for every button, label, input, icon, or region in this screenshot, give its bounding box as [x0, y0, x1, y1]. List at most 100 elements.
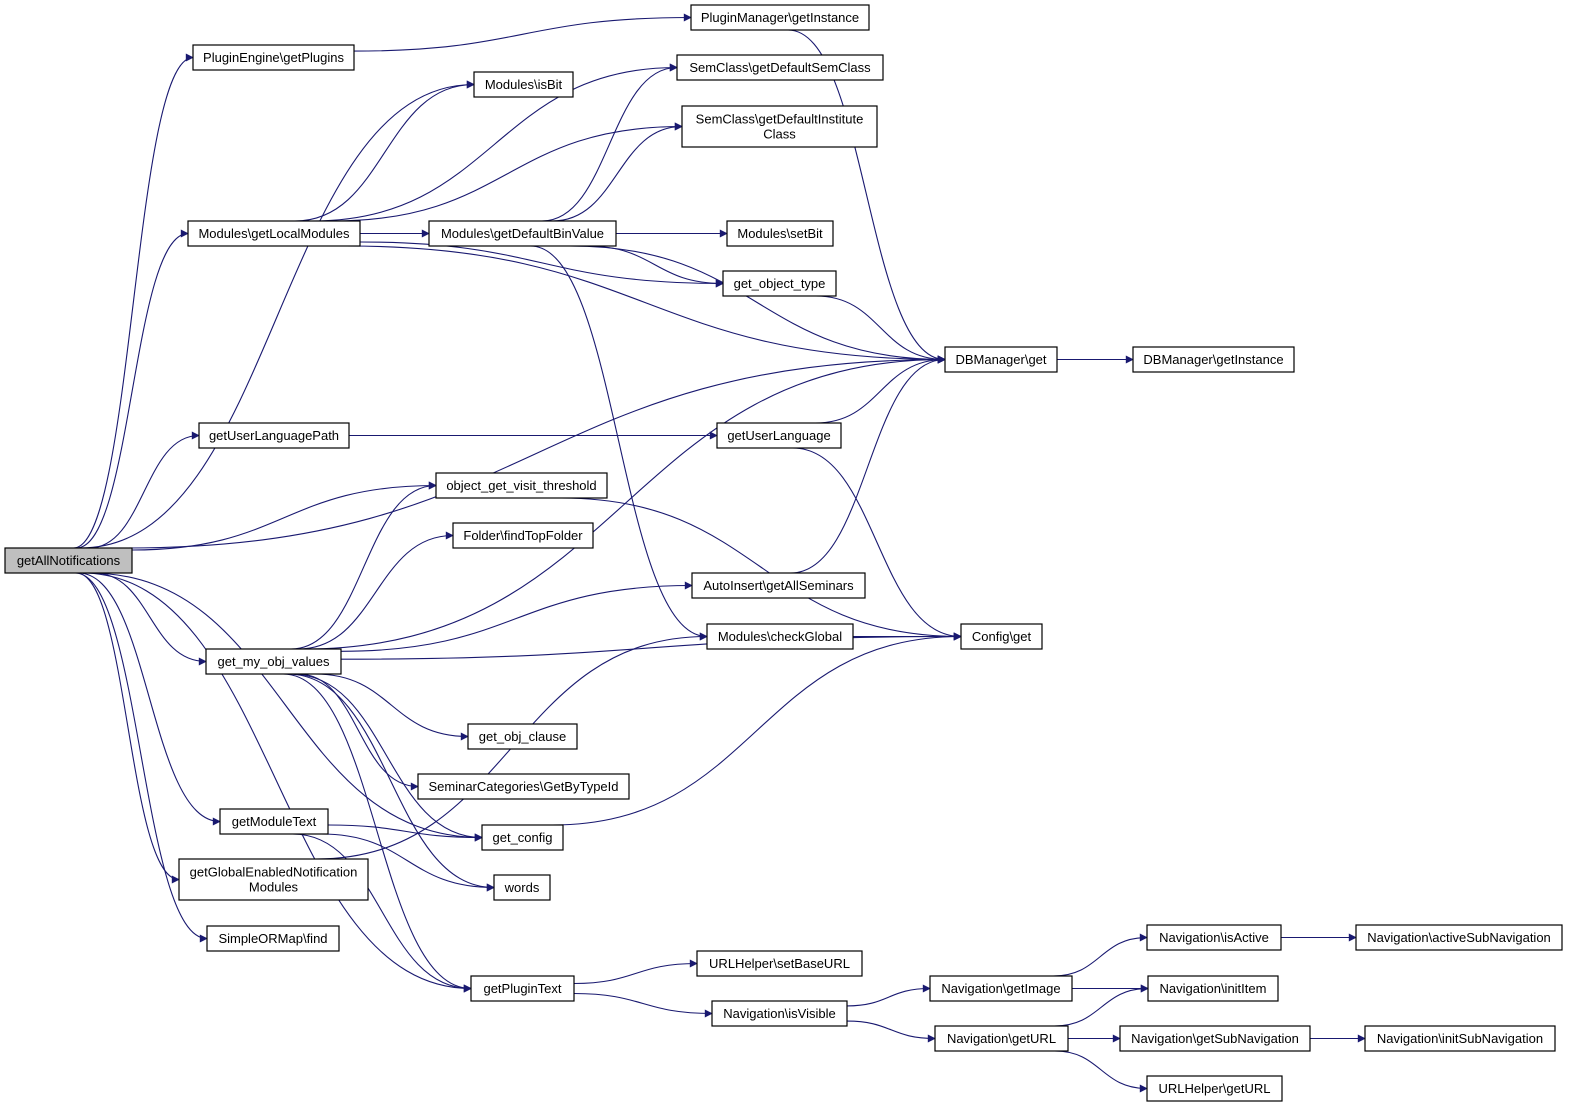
node-nav-initSub[interactable]: Navigation\initSubNavigation — [1364, 1025, 1556, 1052]
node-box — [493, 874, 551, 901]
edge-arrow — [340, 632, 962, 660]
node-get-obj-clause[interactable]: get_obj_clause — [467, 723, 578, 750]
node-root[interactable]: getAllNotifications — [4, 547, 133, 574]
edge-getPluginText-to-url_setBase — [573, 959, 698, 985]
node-nav-initItem[interactable]: Navigation\initItem — [1147, 975, 1279, 1002]
node-label: get_object_type — [734, 276, 826, 291]
node-dbm-getInstance[interactable]: DBManager\getInstance — [1132, 346, 1295, 373]
edge-arrow — [359, 241, 724, 288]
node-mod-getDefBin[interactable]: Modules\getDefaultBinValue — [428, 220, 617, 247]
node-label: SimpleORMap\find — [218, 931, 327, 946]
node-getPluginText[interactable]: getPluginText — [470, 975, 575, 1002]
edge-arrow — [573, 959, 698, 985]
node-box — [711, 1000, 848, 1027]
node-mod-getLocal[interactable]: Modules\getLocalModules — [187, 220, 361, 247]
edge-arrow — [292, 833, 472, 993]
edge-root-to-mod_isBit — [80, 80, 475, 549]
node-nav-getSub[interactable]: Navigation\getSubNavigation — [1119, 1025, 1311, 1052]
node-nav-isActive[interactable]: Navigation\isActive — [1146, 924, 1282, 951]
node-box — [192, 44, 355, 71]
node-config-get[interactable]: Config\get — [960, 623, 1043, 650]
node-get-object-type[interactable]: get_object_type — [722, 270, 837, 297]
edge-get_my_obj-to-ai_getAllSem — [340, 581, 693, 652]
node-box — [944, 346, 1058, 373]
node-url-setBase[interactable]: URLHelper\setBaseURL — [696, 950, 863, 977]
node-label: Modules\setBit — [737, 226, 823, 241]
edge-get_object_type-to-dbm_get — [815, 295, 946, 364]
node-label: SeminarCategories\GetByTypeId — [428, 779, 618, 794]
node-label: Navigation\isVisible — [723, 1006, 836, 1021]
edge-getModuleText-to-getPluginText — [292, 833, 472, 993]
node-mod-setBit[interactable]: Modules\setBit — [726, 220, 834, 247]
edge-root-to-dbm_get — [126, 355, 946, 549]
edge-arrow — [327, 824, 483, 842]
node-nav-getURL[interactable]: Navigation\getURL — [934, 1025, 1069, 1052]
node-getUserLangPath[interactable]: getUserLanguagePath — [198, 422, 350, 449]
edge-arrow — [552, 632, 962, 826]
node-mod-isBit[interactable]: Modules\isBit — [473, 71, 574, 98]
node-getModuleText[interactable]: getModuleText — [219, 808, 329, 835]
node-label: getModuleText — [232, 814, 317, 829]
node-url-getURL[interactable]: URLHelper\getURL — [1146, 1075, 1283, 1102]
edge-get_my_obj-to-get_obj_clause — [314, 673, 469, 741]
edge-arrow — [333, 122, 683, 222]
edge-arrow — [353, 13, 692, 52]
edge-get_my_obj-to-obj_visit — [291, 481, 437, 650]
node-label: getUserLanguagePath — [209, 428, 339, 443]
node-label: Navigation\getImage — [941, 981, 1060, 996]
edge-getUserLang-to-dbm_get — [815, 355, 946, 424]
node-sc-defSem[interactable]: SemClass\getDefaultSemClass — [676, 54, 884, 81]
node-obj-visit[interactable]: object_get_visit_threshold — [435, 472, 608, 499]
node-box — [205, 648, 342, 675]
node-label: AutoInsert\getAllSeminars — [703, 578, 854, 593]
node-box — [960, 623, 1043, 650]
node-pe-getPlugins[interactable]: PluginEngine\getPlugins — [192, 44, 355, 71]
edge-arrow — [561, 497, 962, 641]
node-dbm-get[interactable]: DBManager\get — [944, 346, 1058, 373]
edge-arrow — [346, 245, 946, 364]
edge-arrow — [303, 355, 946, 650]
edge-ai_getAllSem-to-dbm_get — [790, 355, 946, 574]
node-sorm-find[interactable]: SimpleORMap\find — [206, 925, 340, 952]
edge-arrow — [80, 80, 475, 549]
edge-arrow — [340, 581, 693, 652]
edge-root-to-getModuleText — [78, 572, 221, 826]
node-label: getUserLanguage — [727, 428, 830, 443]
node-box — [722, 270, 837, 297]
node-getUserLang[interactable]: getUserLanguage — [716, 422, 842, 449]
edge-arrow — [1053, 933, 1148, 977]
node-label: DBManager\getInstance — [1143, 352, 1283, 367]
node-box — [206, 925, 340, 952]
node-folder-top[interactable]: Folder\findTopFolder — [452, 522, 594, 549]
node-get-my-obj[interactable]: get_my_obj_values — [205, 648, 342, 675]
node-semcat[interactable]: SeminarCategories\GetByTypeId — [417, 773, 630, 800]
node-label: Folder\findTopFolder — [463, 528, 583, 543]
node-box — [696, 950, 863, 977]
node-label: Modules — [249, 880, 299, 895]
edge-mod_getLocal-to-sc_defInst — [333, 122, 683, 222]
node-nav-getImage[interactable]: Navigation\getImage — [929, 975, 1073, 1002]
node-label: getGlobalEnabledNotification — [190, 865, 358, 880]
node-words[interactable]: words — [493, 874, 551, 901]
edge-getModuleText-to-get_config — [327, 824, 483, 842]
node-get-config[interactable]: get_config — [481, 824, 564, 851]
node-box — [681, 105, 878, 148]
node-ai-getAllSem[interactable]: AutoInsert\getAllSeminars — [691, 572, 866, 599]
edge-nav_getImage-to-nav_isActive — [1053, 933, 1148, 977]
edge-mod_getDefBin-to-sc_defInst — [552, 122, 683, 222]
node-label: Navigation\getSubNavigation — [1131, 1031, 1299, 1046]
edge-mod_getLocal-to-get_object_type — [359, 241, 724, 288]
edge-arrow — [126, 355, 946, 549]
edge-arrow — [790, 355, 946, 574]
node-pm-getInstance[interactable]: PluginManager\getInstance — [690, 4, 870, 31]
node-nav-isVisible[interactable]: Navigation\isVisible — [711, 1000, 848, 1027]
node-box — [690, 4, 870, 31]
edge-nav_getURL-to-url_getURL — [1054, 1050, 1148, 1093]
node-box — [716, 422, 842, 449]
edge-get_my_obj-to-get_config — [291, 673, 483, 842]
node-mod-checkGlobal[interactable]: Modules\checkGlobal — [706, 623, 854, 650]
node-box — [1132, 346, 1295, 373]
node-nav-activeSub[interactable]: Navigation\activeSubNavigation — [1355, 924, 1563, 951]
